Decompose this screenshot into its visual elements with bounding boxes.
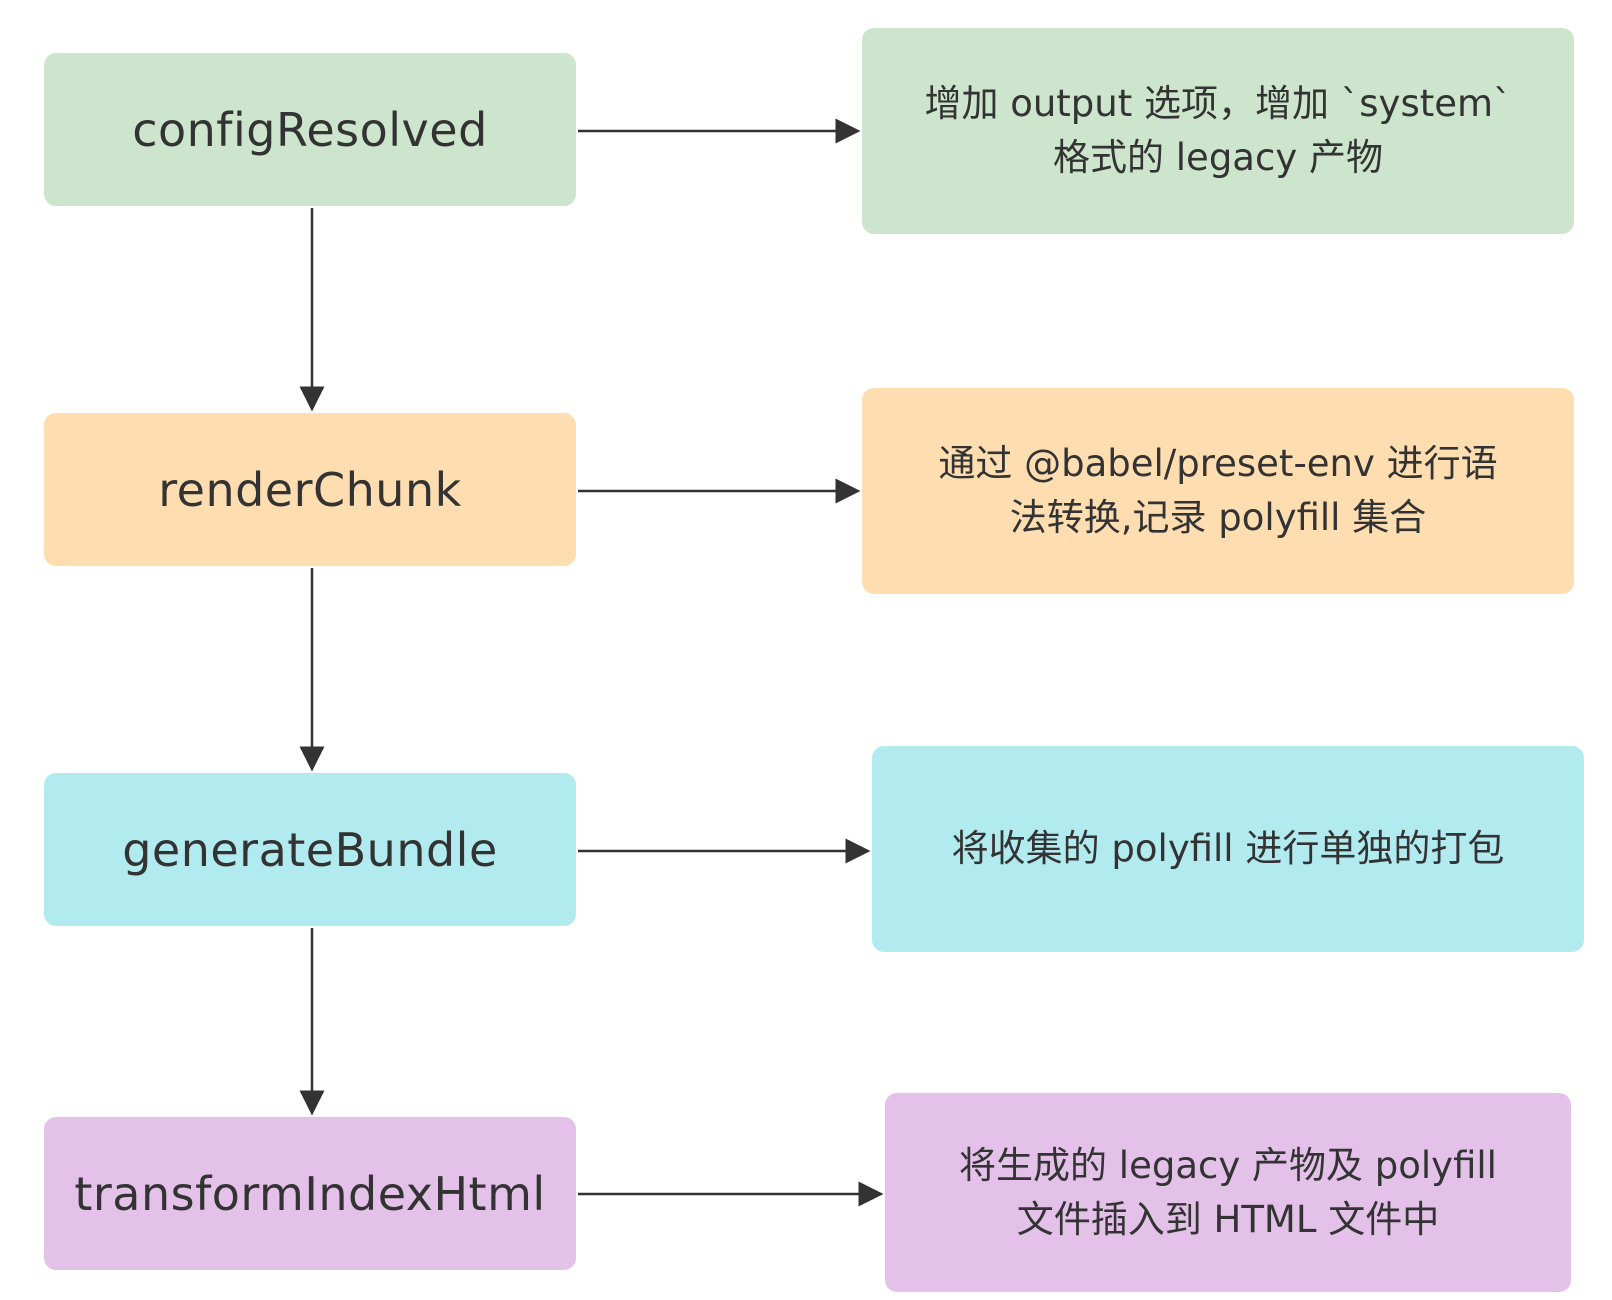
description-line: 法转换,记录 polyfill 集合 [1009,496,1427,539]
description-line: 通过 @babel/preset-env 进行语 [938,442,1498,485]
description-line: 格式的 legacy 产物 [1053,136,1383,179]
description-text: 将收集的 polyfill 进行单独的打包 [952,822,1505,876]
description-line: 将生成的 legacy 产物及 polyfill [959,1143,1497,1187]
description-line: 文件插入到 HTML 文件中 [1016,1197,1440,1241]
description-node-1: 增加 output 选项，增加 `system` 格式的 legacy 产物 [862,28,1574,234]
hook-node-generate-bundle: generateBundle [44,773,576,926]
hook-node-transform-index-html: transformIndexHtml [44,1117,576,1270]
description-node-4: 将生成的 legacy 产物及 polyfill 文件插入到 HTML 文件中 [885,1093,1571,1292]
hook-label: generateBundle [122,822,498,877]
description-text: 将生成的 legacy 产物及 polyfill 文件插入到 HTML 文件中 [959,1139,1497,1247]
description-text: 增加 output 选项，增加 `system` 格式的 legacy 产物 [924,77,1511,185]
description-node-3: 将收集的 polyfill 进行单独的打包 [872,746,1584,952]
hook-label: renderChunk [158,462,462,517]
description-line: 将收集的 polyfill 进行单独的打包 [951,827,1505,870]
hook-node-config-resolved: configResolved [44,53,576,206]
hook-label: transformIndexHtml [74,1166,546,1221]
description-node-2: 通过 @babel/preset-env 进行语 法转换,记录 polyfill… [862,388,1574,594]
hook-node-render-chunk: renderChunk [44,413,576,566]
description-text: 通过 @babel/preset-env 进行语 法转换,记录 polyfill… [938,437,1497,545]
hook-label: configResolved [132,102,488,157]
description-line: 增加 output 选项，增加 `system` [924,82,1512,125]
